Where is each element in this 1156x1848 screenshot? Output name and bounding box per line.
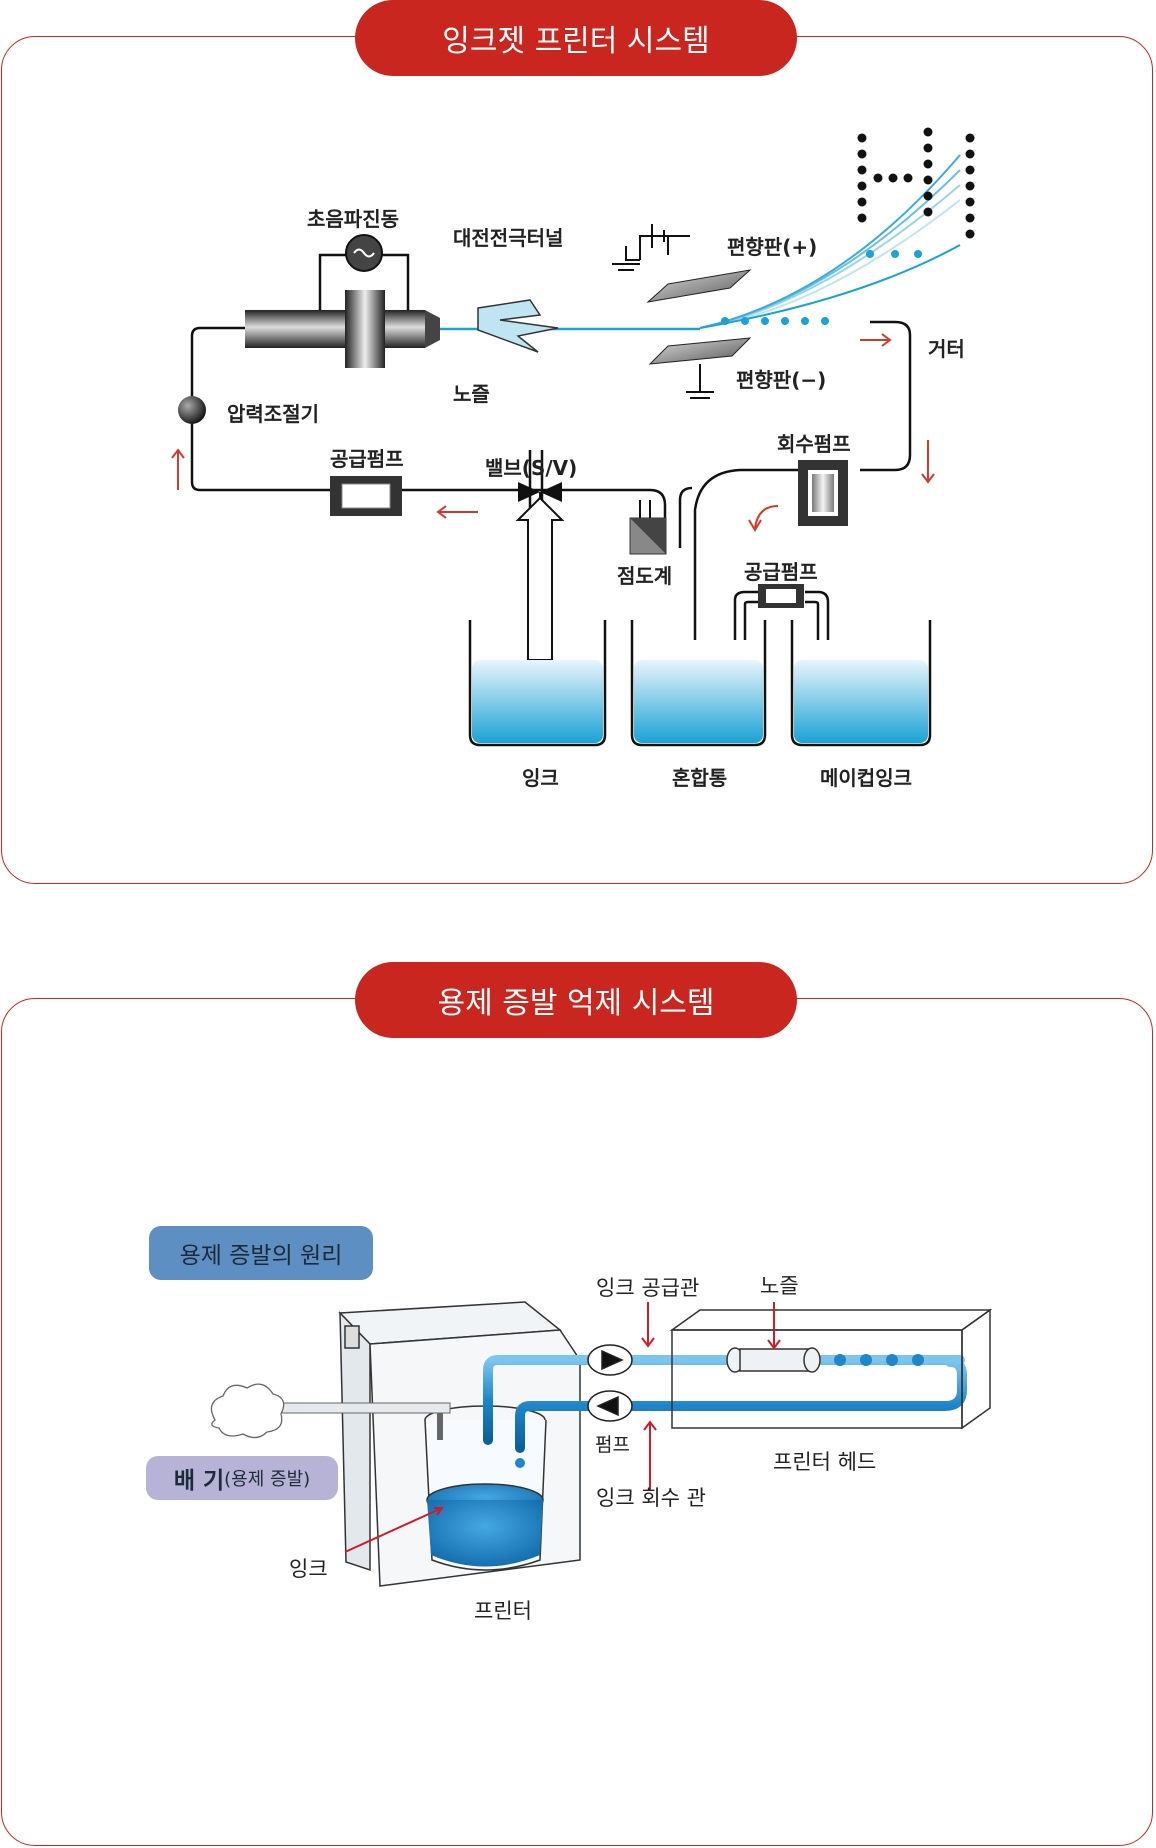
label-ink-supply-tube: 잉크 공급관	[596, 1276, 700, 1300]
charge-tunnel	[477, 299, 559, 353]
label-viscometer: 점도계	[617, 564, 673, 588]
ink-container	[424, 1405, 547, 1571]
label-deflector-plus: 편향판(+)	[727, 235, 818, 259]
drop-stream	[721, 250, 922, 325]
pressure-regulator	[178, 396, 206, 424]
label-printer: 프린터	[474, 1599, 532, 1623]
inkjet-system-title: 잉크젯 프린터 시스템	[355, 0, 797, 76]
ink-return-tube	[515, 1357, 967, 1453]
supply-pump	[330, 476, 402, 516]
tanks	[468, 620, 932, 747]
drip	[515, 1458, 525, 1468]
pump-symbols	[587, 1344, 633, 1422]
label-gutter: 거터	[928, 337, 965, 361]
label-nozzle: 노즐	[453, 382, 490, 406]
label-deflector-minus: 편향판(−)	[736, 368, 827, 392]
label-ultrasonic: 초음파진동	[307, 207, 399, 231]
label-ink-2: 잉크	[289, 1557, 328, 1581]
viscometer	[629, 500, 667, 555]
supply-pump-2	[758, 584, 804, 608]
label-pressure-regulator: 압력조절기	[227, 402, 319, 426]
principle-badge: 용제 증발의 원리	[149, 1226, 373, 1280]
printer-head-box	[669, 1308, 993, 1430]
recovery-pump	[798, 460, 848, 526]
ink-supply-tube	[483, 1355, 965, 1445]
flow-arrows	[171, 333, 935, 532]
valve	[515, 482, 565, 661]
exhaust-sublabel: (용제 증발)	[224, 1469, 311, 1490]
label-pump: 펌프	[595, 1434, 630, 1456]
pointer-arrows	[344, 1302, 781, 1553]
label-ink: 잉크	[522, 766, 559, 790]
solvent-evaporation-title: 용제 증발 억제 시스템	[355, 962, 797, 1038]
label-charge-tunnel: 대전전극터널	[453, 226, 564, 250]
printed-characters	[857, 127, 975, 239]
label-ink-return-tube: 잉크 회수 관	[596, 1486, 706, 1510]
exhaust-cloud	[210, 1383, 285, 1439]
exhaust-label: 배 기	[173, 1468, 225, 1494]
label-supply-pump: 공급펌프	[330, 447, 404, 471]
label-printer-head: 프린터 헤드	[773, 1450, 877, 1474]
circulation-loop	[190, 320, 912, 640]
exhaust-badge: 배 기(용제 증발)	[146, 1456, 338, 1500]
label-makeup-ink: 메이컵잉크	[820, 766, 912, 790]
deflected-streams	[699, 154, 961, 329]
label-nozzle-2: 노즐	[760, 1274, 799, 1298]
inkjet-system-diagram	[171, 127, 975, 747]
label-recovery-pump: 회수펌프	[777, 432, 851, 456]
label-mixing-tank: 혼합통	[672, 766, 728, 790]
label-valve: 밸브(S/V)	[485, 456, 578, 480]
label-supply-pump-2: 공급펌프	[744, 560, 818, 584]
deflector-plates	[612, 224, 752, 399]
nozzle-drops	[834, 1354, 924, 1366]
nozzle-body	[245, 290, 440, 368]
